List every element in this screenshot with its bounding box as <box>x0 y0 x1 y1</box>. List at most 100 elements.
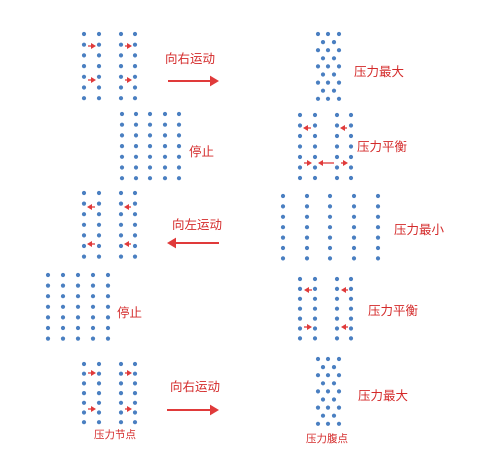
right-state-4-label: 压力平衡 <box>368 303 419 318</box>
particle-dot <box>312 154 318 160</box>
particle-dot <box>96 53 102 58</box>
arrow-head <box>303 125 308 131</box>
particle-dot <box>351 245 357 251</box>
particle-dot <box>331 40 337 45</box>
particle-dot <box>348 123 354 128</box>
particle-dot <box>331 56 337 61</box>
particle-dot <box>297 336 303 341</box>
particle-dot <box>315 80 321 85</box>
particle-dot <box>81 254 87 259</box>
particle-dot <box>81 212 87 217</box>
particle-dot <box>312 316 318 321</box>
left-caption: 压力节点 <box>94 429 136 441</box>
particle-dot <box>327 256 333 261</box>
particle-dot <box>315 64 321 69</box>
particle-dot <box>325 96 331 101</box>
particle-dot <box>348 175 354 181</box>
particle-dot <box>176 133 182 138</box>
particle-dot <box>325 80 331 85</box>
particle-dot <box>334 144 340 149</box>
particle-dot <box>132 53 138 58</box>
particle-dot <box>334 326 340 331</box>
particle-dot <box>348 144 354 149</box>
particle-dot <box>320 88 326 93</box>
particle-dot <box>147 165 153 170</box>
particle-dot <box>96 243 102 249</box>
particle-dot <box>348 154 354 160</box>
particle-dot <box>315 356 321 362</box>
arrow-head <box>127 370 132 376</box>
particle-dot <box>297 306 303 311</box>
arrow-head <box>167 237 176 249</box>
particle-dot <box>81 420 87 425</box>
particle-dot <box>334 154 340 160</box>
particle-dot <box>90 336 96 341</box>
particle-dot <box>312 306 318 311</box>
particle-dot <box>325 373 331 378</box>
arrow-head <box>87 204 92 210</box>
particle-dot <box>320 72 326 77</box>
particle-dot <box>75 272 81 278</box>
particle-dot <box>325 389 331 394</box>
particle-dot <box>312 326 318 331</box>
particle-dot <box>119 176 125 181</box>
particle-dot <box>312 286 318 291</box>
particle-dot <box>336 405 342 410</box>
particle-dot <box>304 235 310 240</box>
particle-dot <box>96 400 102 405</box>
right-state-3-label: 压力最小 <box>394 222 445 237</box>
particle-dot <box>118 381 124 386</box>
particle-dot <box>105 325 111 331</box>
particle-dot <box>81 42 87 47</box>
particle-dot <box>334 316 340 321</box>
arrow-head <box>307 160 312 166</box>
particle-dot <box>81 371 87 376</box>
particle-dot <box>96 64 102 69</box>
arrow-head <box>91 406 96 412</box>
particle-dot <box>118 410 124 415</box>
particle-dot <box>312 296 318 301</box>
particle-dot <box>351 193 357 199</box>
particle-dot <box>45 283 51 288</box>
particle-dot <box>348 112 354 118</box>
particle-dot <box>327 225 333 230</box>
particle-dot <box>331 413 337 418</box>
particle-dot <box>327 193 333 199</box>
particle-dot <box>320 397 326 402</box>
particle-dot <box>176 165 182 170</box>
particle-dot <box>133 154 139 159</box>
particle-dot <box>320 56 326 61</box>
particle-dot <box>45 315 51 320</box>
particle-dot <box>336 64 342 69</box>
particle-dot <box>147 133 153 138</box>
particle-dot <box>96 74 102 79</box>
particle-dot <box>132 410 138 415</box>
particle-dot <box>118 53 124 58</box>
particle-dot <box>297 326 303 331</box>
particle-dot <box>331 397 337 402</box>
particle-dot <box>119 122 125 127</box>
particle-dot <box>162 165 168 170</box>
particle-dot <box>348 133 354 139</box>
particle-dot <box>334 112 340 118</box>
particle-dot <box>304 214 310 219</box>
particle-dot <box>334 133 340 139</box>
particle-dot <box>348 276 354 282</box>
particle-dot <box>132 212 138 217</box>
particle-dot <box>81 74 87 79</box>
particle-dot <box>118 391 124 396</box>
particle-dot <box>118 42 124 47</box>
particle-dot <box>348 316 354 321</box>
particle-dot <box>331 365 337 370</box>
arrow-head <box>127 43 132 49</box>
particle-dot <box>118 201 124 206</box>
particle-dot <box>315 31 321 37</box>
particle-dot <box>96 85 102 90</box>
particle-dot <box>375 214 381 219</box>
particle-dot <box>45 272 51 278</box>
particle-dot <box>325 31 331 37</box>
particle-dot <box>96 371 102 376</box>
particle-dot <box>75 336 81 341</box>
particle-dot <box>132 31 138 37</box>
right-state-5-label: 压力最大 <box>358 388 409 403</box>
